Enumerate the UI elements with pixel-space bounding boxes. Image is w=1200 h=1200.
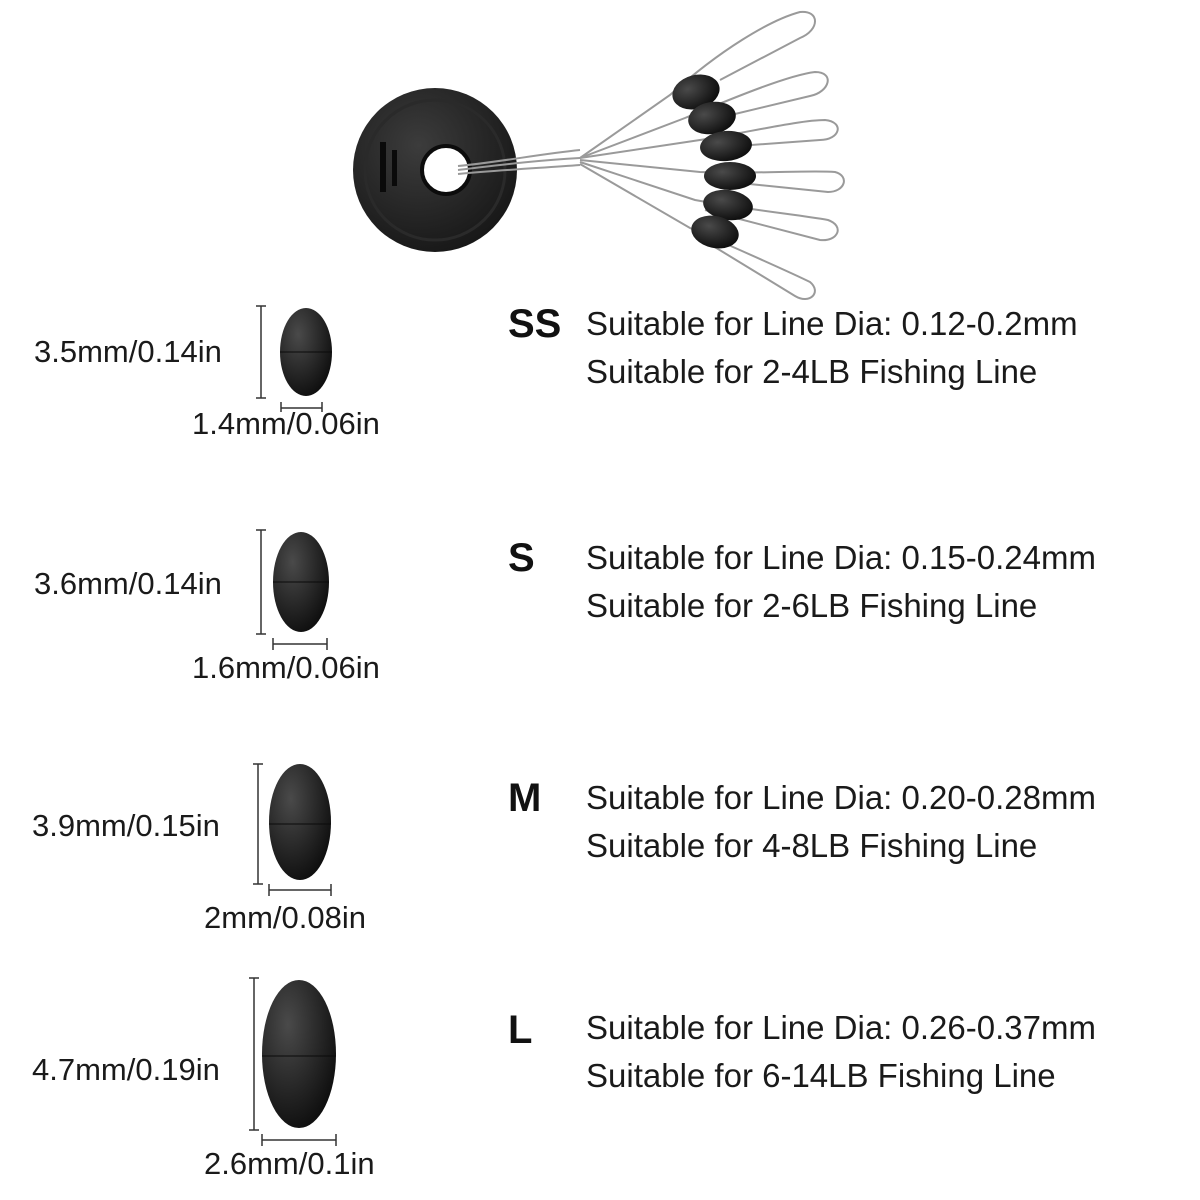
size-row-s: 3.6mm/0.14in 1.6mm/0.06in S Suitable for… — [0, 520, 1200, 690]
bead-ss-diagram — [256, 305, 332, 412]
height-label: 3.5mm/0.14in — [34, 334, 222, 369]
height-label: 3.6mm/0.14in — [34, 566, 222, 601]
size-row-l: 4.7mm/0.19in 2.6mm/0.1in L Suitable for … — [0, 970, 1200, 1195]
spec-line-weight: Suitable for 4-8LB Fishing Line — [586, 827, 1038, 864]
spec-line-diameter: Suitable for Line Dia: 0.12-0.2mm — [586, 305, 1078, 342]
spec-line-diameter: Suitable for Line Dia: 0.26-0.37mm — [586, 1009, 1096, 1046]
height-label: 3.9mm/0.15in — [32, 808, 220, 843]
width-label: 2.6mm/0.1in — [204, 1146, 375, 1181]
width-label: 1.6mm/0.06in — [192, 650, 380, 685]
size-code: S — [508, 536, 535, 580]
spec-line-diameter: Suitable for Line Dia: 0.15-0.24mm — [586, 539, 1096, 576]
width-label: 1.4mm/0.06in — [192, 406, 380, 441]
width-label: 2mm/0.08in — [204, 900, 366, 935]
bead-s-diagram — [256, 529, 329, 650]
size-code: SS — [508, 302, 562, 346]
spec-line-weight: Suitable for 2-4LB Fishing Line — [586, 353, 1038, 390]
product-photo — [353, 10, 845, 301]
line-bundle — [457, 10, 845, 301]
bead-m-diagram — [253, 763, 332, 896]
spec-line-diameter: Suitable for Line Dia: 0.20-0.28mm — [586, 779, 1096, 816]
ring-holder — [353, 88, 517, 252]
spec-line-weight: Suitable for 2-6LB Fishing Line — [586, 587, 1038, 624]
bead-l-diagram — [249, 977, 337, 1146]
size-code: L — [508, 1008, 533, 1052]
height-label: 4.7mm/0.19in — [32, 1052, 220, 1087]
size-row-ss: 3.5mm/0.14in 1.4mm/0.06in SS Suitable fo… — [0, 290, 1200, 450]
size-row-m: 3.9mm/0.15in 2mm/0.08in M Suitable for L… — [0, 758, 1200, 948]
stopper-beads — [672, 74, 756, 249]
spec-line-weight: Suitable for 6-14LB Fishing Line — [586, 1057, 1056, 1094]
size-code: M — [508, 776, 542, 820]
